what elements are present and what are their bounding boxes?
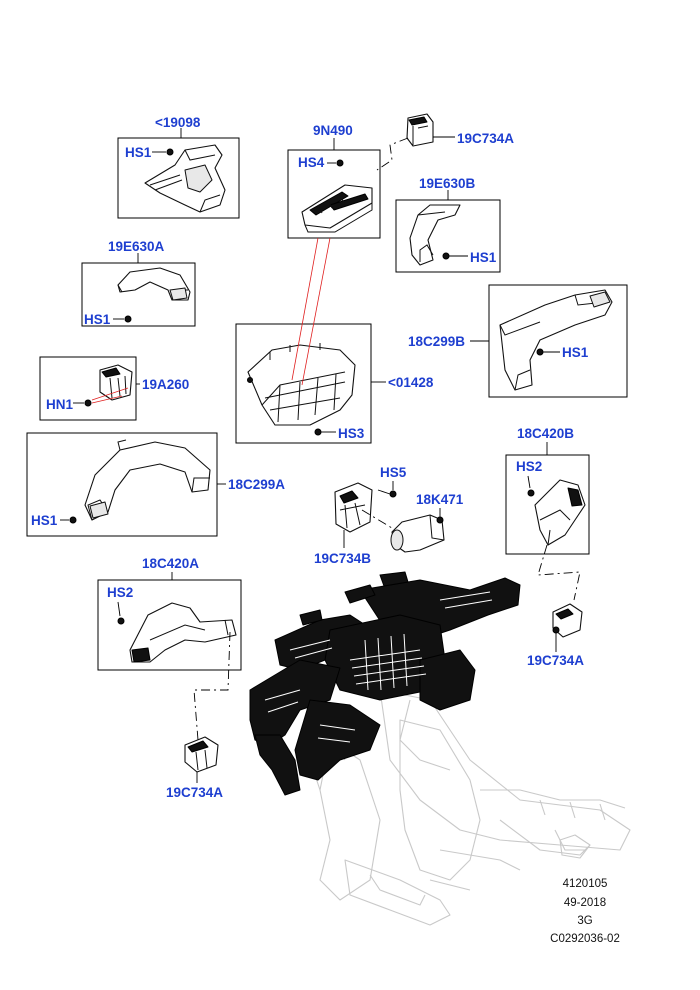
callout-18c420a: 18C420A HS2	[97, 556, 242, 741]
callout-19c734a-top: 19C734A	[376, 113, 514, 171]
label-hs3: HS3	[338, 426, 365, 441]
box-19098	[117, 137, 240, 219]
label-19c734a-left: 19C734A	[166, 785, 223, 800]
duct-19098	[144, 144, 226, 213]
screw-icon	[117, 617, 125, 625]
actuator-19c734a-top	[406, 113, 434, 147]
actuator-19a260	[99, 364, 133, 401]
callout-19c734b: HS5 19C734B 18K471	[314, 465, 464, 566]
actuator-19c734a-right	[552, 603, 583, 638]
label-hs1-a: HS1	[125, 145, 152, 160]
label-19098: <19098	[155, 115, 201, 130]
callout-01428: <01428 HS3	[235, 323, 434, 444]
duct-18c420a	[129, 602, 237, 663]
callout-19c734a-left: 19C734A	[166, 736, 223, 800]
callout-18c299a: 18C299A HS1	[26, 432, 285, 537]
label-18c299a: 18C299A	[228, 477, 285, 492]
callout-19e630b: 19E630B HS1	[395, 176, 501, 273]
callout-9n490: 9N490 HS4	[287, 123, 381, 239]
duct-18c299a	[84, 439, 211, 521]
box-18c299a	[26, 432, 218, 537]
callout-19e630a: 19E630A HS1	[81, 239, 196, 327]
screw-icon	[436, 516, 444, 524]
label-hs2-b: HS2	[107, 585, 133, 600]
vent-9n490	[301, 184, 373, 233]
label-18c420a: 18C420A	[142, 556, 199, 571]
drawing-date-code: 49-2018	[563, 897, 607, 909]
label-hs4: HS4	[298, 155, 325, 170]
callout-19098: <19098 HS1	[117, 115, 240, 219]
distribution-box-01428	[247, 343, 356, 426]
callout-18c299b: 18C299B HS1	[408, 284, 628, 398]
nut-icon	[84, 399, 92, 407]
drawing-reference: C0292036-02	[550, 933, 620, 945]
label-hs1-b: HS1	[470, 250, 497, 265]
duct-18c420b	[534, 479, 586, 546]
screw-icon	[336, 159, 344, 167]
callout-19c734a-right: 19C734A	[527, 603, 584, 668]
label-hs2-a: HS2	[516, 459, 542, 474]
actuator-19c734b	[334, 482, 373, 533]
callout-19a260: 19A260 HN1	[39, 356, 189, 421]
label-19a260: 19A260	[142, 377, 189, 392]
label-18c299b: 18C299B	[408, 334, 465, 349]
drawing-variant: 3G	[577, 915, 593, 927]
label-19c734a-top: 19C734A	[457, 131, 514, 146]
box-19e630a	[81, 262, 196, 327]
label-01428: <01428	[388, 375, 434, 390]
label-18k471: 18K471	[416, 492, 464, 507]
label-hs1-d: HS1	[562, 345, 589, 360]
screw-icon	[314, 428, 322, 436]
label-18c420b: 18C420B	[517, 426, 574, 441]
screw-icon	[124, 315, 132, 323]
screw-icon	[536, 348, 544, 356]
box-19e630b	[395, 199, 501, 273]
box-19a260	[39, 356, 137, 421]
label-hs5: HS5	[380, 465, 407, 480]
actuator-19c734a-left	[184, 736, 219, 773]
drawing-number: 4120105	[562, 878, 608, 890]
main-duct-assembly	[249, 571, 521, 796]
label-19e630a: 19E630A	[108, 239, 165, 254]
valve-18k471	[390, 514, 445, 553]
box-18c420b	[505, 454, 590, 555]
screw-icon	[69, 516, 77, 524]
screw-icon	[527, 489, 535, 497]
label-hn1: HN1	[46, 397, 73, 412]
duct-18c299b	[499, 289, 613, 391]
red-guide-lines	[291, 237, 331, 386]
label-19c734b: 19C734B	[314, 551, 371, 566]
screw-icon	[442, 252, 450, 260]
duct-19e630b	[409, 204, 461, 266]
duct-19e630a	[117, 267, 191, 301]
box-9n490	[287, 149, 381, 239]
screw-icon	[166, 148, 174, 156]
label-hs1-e: HS1	[31, 513, 58, 528]
label-9n490: 9N490	[313, 123, 353, 138]
screw-icon	[389, 490, 397, 498]
callout-18c420b: 18C420B HS2	[505, 426, 590, 601]
label-19c734a-right: 19C734A	[527, 653, 584, 668]
label-hs1-c: HS1	[84, 312, 111, 327]
label-19e630b: 19E630B	[419, 176, 476, 191]
box-18c420a	[97, 579, 242, 671]
box-01428	[235, 323, 372, 444]
